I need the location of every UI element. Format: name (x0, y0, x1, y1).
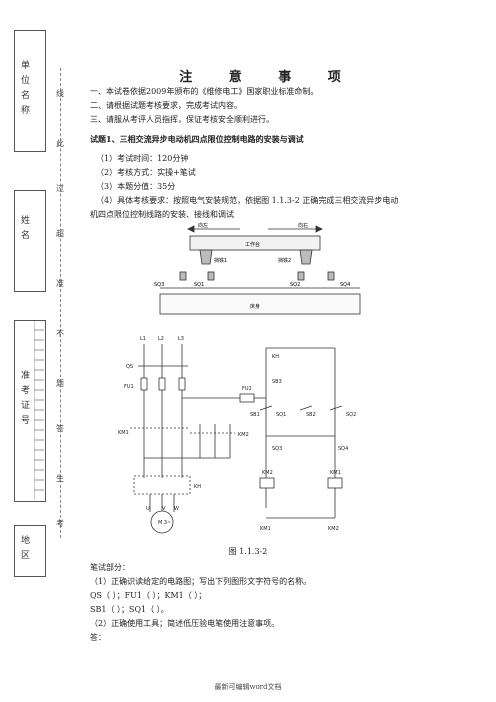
sq1-circuit-label: SQ1 (276, 412, 286, 418)
right-arrow-label: 向右 (298, 222, 308, 229)
sb3-label: SB3 (272, 379, 282, 385)
kh-control-label: KH (272, 354, 279, 360)
seal-char: 生 (56, 474, 64, 483)
kh-label: KH (194, 484, 201, 490)
sq2-circuit-label: SQ2 (346, 412, 356, 418)
sq3-shape (179, 271, 187, 281)
sq1-label: SQ1 (194, 282, 204, 288)
note-line: 二、请根据试题考核要求，完成考试内容。 (90, 101, 242, 110)
block1-shape (199, 249, 213, 265)
km2-label: KM2 (238, 432, 249, 438)
motor-label: M 3~ (158, 520, 171, 526)
right-arrow-head (315, 225, 323, 233)
page-title: 注 意 事 项 (179, 70, 357, 85)
seal-char: 线 (56, 89, 64, 98)
sq2-label: SQ2 (290, 282, 300, 288)
phase-l1: L1 (140, 336, 146, 342)
sq4-label: SQ4 (340, 282, 350, 288)
fu1-label: FU1 (124, 384, 134, 390)
written-q1: （1）正确识读给定的电路图；写出下列图形文字符号的名称。 (90, 577, 312, 586)
seal-char: 准 (56, 279, 64, 288)
worktable-diagram: 向左 向右 工作台 挡铁1 挡铁2 SQ3 SQ1 SQ2 SQ4 床身 (154, 222, 361, 315)
region-label: 地区 (19, 535, 29, 565)
block2-shape (299, 249, 313, 265)
name-label: 姓名 (19, 215, 29, 245)
seal-char: 题 (56, 379, 64, 388)
km2-coil-label: KM2 (328, 526, 339, 532)
w-label: W (174, 506, 179, 512)
written-row2: SB1（ ）；SQ1（ ）。 (90, 605, 169, 614)
bed-label: 床身 (250, 303, 260, 310)
requirement-line: （1）考试时间：120分钟 (96, 154, 189, 163)
km2-aux-label: KM2 (262, 470, 273, 476)
v-label: V (162, 506, 166, 512)
sq3-circuit-label: SQ3 (272, 446, 282, 452)
left-arrow-head (187, 225, 195, 233)
unit-label: 单位名称 (19, 60, 29, 120)
id-label: 准考证号 (19, 370, 29, 430)
written-heading: 笔试部分： (90, 563, 130, 572)
requirement-line: （3）本题分值：35分 (96, 182, 176, 191)
seal-char: 考 (56, 519, 64, 528)
requirement-line: （4）具体考核要求：按照电气安装规范，依据图 1.1.3-2 正确完成三相交流异… (96, 196, 399, 205)
seal-line (60, 68, 61, 538)
phase-l2: L2 (158, 336, 164, 342)
sq2-shape (297, 271, 305, 281)
question-title: 试题1、三相交流异步电动机四点限位控制电路的安装与调试 (90, 134, 304, 144)
sb1-label: SB1 (250, 412, 260, 418)
km1-label: KM1 (118, 430, 129, 436)
written-answer: 答： (90, 633, 106, 642)
id-grid (33, 320, 44, 500)
left-arrow-label: 向左 (198, 222, 208, 229)
phase-l3: L3 (178, 336, 184, 342)
km1-aux-label: KM1 (330, 470, 341, 476)
seal-char: 超 (56, 229, 64, 238)
block1-label: 挡铁1 (214, 257, 227, 264)
seal-char: 此 (56, 139, 64, 148)
written-row1: QS（ ）；FU1（ ）；KM1（ ）； (90, 591, 207, 600)
sq3-label: SQ3 (154, 282, 164, 288)
requirement-line: （2）考核方式：实操+笔试 (96, 168, 196, 177)
unit-box (14, 30, 46, 152)
sq4-shape (327, 271, 335, 281)
seal-char: 答 (56, 424, 64, 433)
name-box (14, 190, 46, 292)
worktable (189, 235, 321, 251)
km1-coil-label: KM1 (260, 526, 271, 532)
sq4-circuit-label: SQ4 (338, 446, 348, 452)
footer: 最新可编辑word文档 (214, 683, 282, 691)
requirement-line: 机四点限位控制线路的安装、接线和调试 (90, 210, 234, 219)
written-q2: （2）正确使用工具；简述低压验电笔使用注意事项。 (90, 619, 280, 628)
figure-caption: 图 1.1.3-2 (228, 547, 268, 556)
note-line: 三、请服从考评人员指挥，保证考核安全顺利进行。 (90, 115, 274, 124)
id-box (14, 320, 46, 502)
u-label: U (146, 506, 150, 512)
seal-char: 过 (56, 184, 64, 193)
qs-label: QS (126, 364, 133, 370)
note-line: 一、本试卷依据2009年颁布的《维修电工》国家职业标准命制。 (90, 87, 319, 96)
region-box (14, 525, 46, 577)
sb2-label: SB2 (306, 412, 316, 418)
sq1-shape (207, 271, 215, 281)
fu2-label: FU2 (242, 386, 252, 392)
worktable-label: 工作台 (245, 241, 260, 248)
block2-label: 挡铁2 (278, 257, 291, 264)
bed (159, 293, 361, 315)
control-circuit-diagram: L1 L2 L3 QS FU1 FU2 KM1 KM2 KH M 3~ U V … (118, 336, 356, 534)
seal-char: 不 (56, 329, 64, 338)
